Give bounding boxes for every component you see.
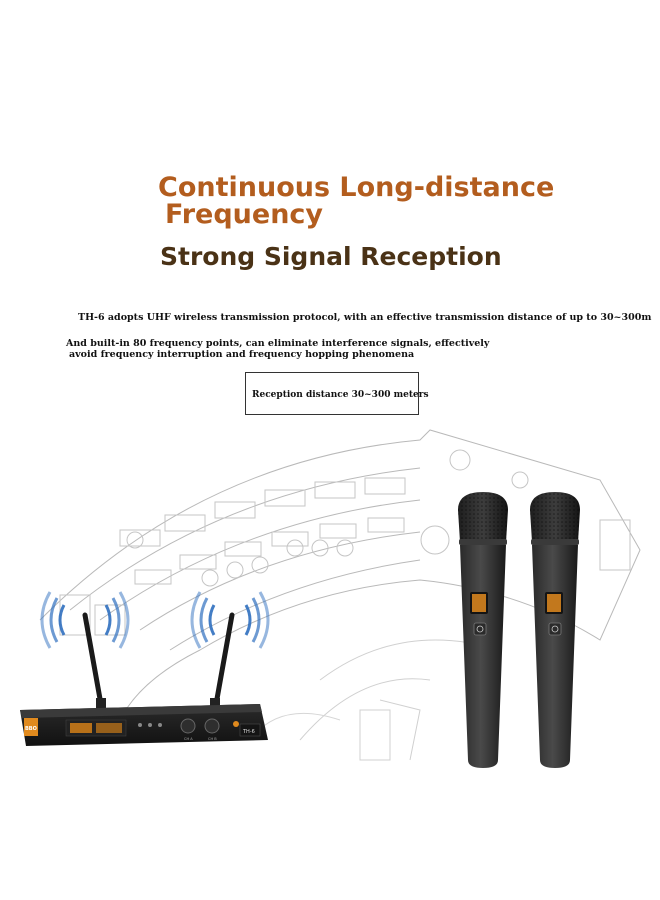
headline-line-2: Frequency: [165, 199, 324, 230]
receiver-antennas: [82, 612, 235, 713]
power-icon: [551, 625, 559, 633]
wireless-signal-icon: [190, 591, 270, 649]
description-line-1: TH-6 adopts UHF wireless transmission pr…: [78, 312, 652, 323]
wireless-receiver: BBO CH A CH B TH-6: [20, 704, 268, 746]
headline-line-1: Continuous Long-distance: [158, 172, 555, 203]
power-icon: [476, 625, 484, 633]
range-callout-box: [245, 372, 419, 415]
model-label: TH-6: [242, 729, 255, 735]
product-scene: BBO CH A CH B TH-6: [20, 429, 641, 768]
power-icon: [233, 721, 239, 727]
knob-label-a: CH A: [184, 737, 193, 741]
description-line-3: avoid frequency interruption and frequen…: [69, 349, 415, 360]
floor-plan-drawing: [39, 429, 641, 761]
knob-label-b: CH B: [208, 737, 217, 741]
handheld-microphone-2: [530, 492, 580, 768]
wireless-signal-icon: [40, 591, 130, 649]
handheld-microphone-1: [458, 492, 508, 768]
brand-logo: BBO: [25, 726, 37, 732]
range-callout-text: Reception distance 30~300 meters: [252, 390, 429, 400]
description-line-2: And built-in 80 frequency points, can el…: [66, 338, 490, 349]
headline-subtitle: Strong Signal Reception: [160, 242, 502, 271]
